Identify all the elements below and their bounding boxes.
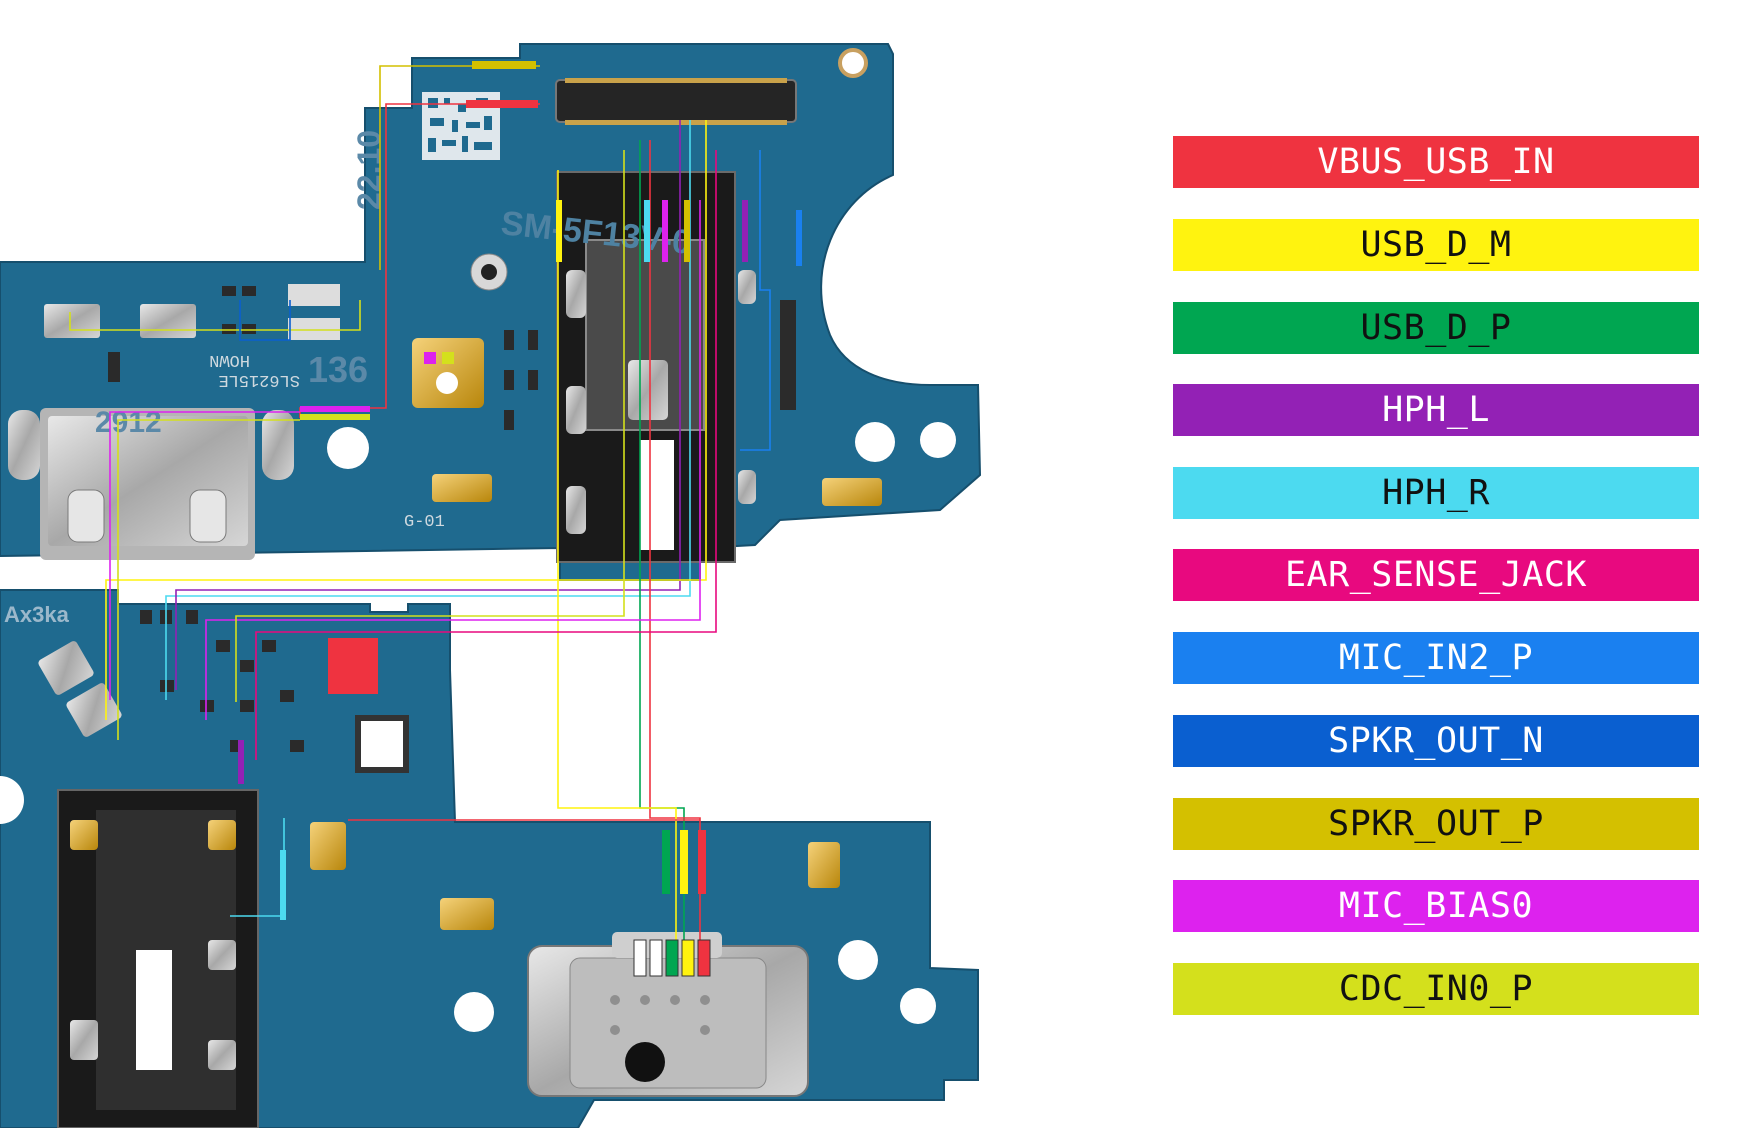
legend-label: USB_D_M <box>1360 225 1512 265</box>
microphone <box>412 338 484 408</box>
silk-part-code: SL6215LE <box>218 370 300 389</box>
audio-jack-lower <box>57 789 259 1128</box>
silk-year: 2912 <box>95 406 162 439</box>
legend-label: HPH_R <box>1382 473 1490 513</box>
silk-number: 136 <box>308 349 368 390</box>
legend-label: USB_D_P <box>1360 308 1512 348</box>
pad-hph-l-top <box>742 200 748 262</box>
mount-hole <box>838 48 868 78</box>
legend-item-hph-l: HPH_L <box>1173 384 1699 436</box>
legend-label: HPH_L <box>1382 390 1490 430</box>
legend-item-mic-in2-p: MIC_IN2_P <box>1173 632 1699 684</box>
pin-white-2 <box>649 939 663 977</box>
silk-date-vert: 22.10 <box>351 130 387 210</box>
pad-cdc-top <box>684 200 690 262</box>
mount-hole <box>900 988 936 1024</box>
pad-hph-r-low <box>280 850 286 920</box>
legend-item-usb-d-p: USB_D_P <box>1173 302 1699 354</box>
silk-code-left: Ax3ka <box>4 602 70 627</box>
lower-board: Ax3ka <box>0 589 979 1128</box>
btb-connector <box>555 79 797 123</box>
pad-hph-r-top <box>644 200 650 262</box>
legend-label: CDC_IN0_P <box>1338 969 1534 1009</box>
legend-label: MIC_BIAS0 <box>1338 886 1534 926</box>
legend-label: VBUS_USB_IN <box>1317 142 1555 182</box>
legend-item-spkr-out-n: SPKR_OUT_N <box>1173 715 1699 767</box>
mount-hole <box>920 422 956 458</box>
legend-label: MIC_IN2_P <box>1338 638 1534 678</box>
pad-usb-d-m-top <box>556 200 562 262</box>
legend-item-usb-d-m: USB_D_M <box>1173 219 1699 271</box>
silk-part-code-2: HOWN <box>209 350 250 369</box>
legend-item-hph-r: HPH_R <box>1173 467 1699 519</box>
trace-marker-vbus <box>466 100 538 108</box>
pad-mic-top-2 <box>442 352 454 364</box>
pad-vbus <box>698 830 706 894</box>
pad-cdc-label <box>300 414 370 420</box>
legend-label: SPKR_OUT_P <box>1328 804 1544 844</box>
mount-hole <box>838 940 878 980</box>
mount-hole <box>454 992 494 1032</box>
lower-smd-components <box>38 610 840 930</box>
antenna-connector <box>470 253 508 291</box>
legend-item-ear-sense-jack: EAR_SENSE_JACK <box>1173 549 1699 601</box>
pin-yellow <box>681 939 695 977</box>
btb-pins <box>565 78 787 125</box>
mount-hole <box>327 427 369 469</box>
usb-c-port-lower <box>527 932 809 1097</box>
pad-mic-bias-label <box>300 406 370 412</box>
trace-marker-spkr-out-p <box>472 61 536 69</box>
mount-hole <box>0 776 24 824</box>
legend-item-vbus-usb-in: VBUS_USB_IN <box>1173 136 1699 188</box>
pin-white-1 <box>633 939 647 977</box>
pcb-diagram: SM-5F13V-0 136 SL6215LE HOWN 2912 G-01 2… <box>0 43 982 1128</box>
pad-mic-top <box>424 352 436 364</box>
pad-mic-in2-top <box>796 210 802 266</box>
legend-label: EAR_SENSE_JACK <box>1284 555 1587 595</box>
legend-item-mic-bias0: MIC_BIAS0 <box>1173 880 1699 932</box>
legend-item-cdc-in0-p: CDC_IN0_P <box>1173 963 1699 1015</box>
upper-board: SM-5F13V-0 136 SL6215LE HOWN 2912 G-01 2… <box>0 43 982 581</box>
silk-rev: G-01 <box>404 513 445 532</box>
usb-port-upper <box>8 408 294 560</box>
mount-hole <box>855 422 895 462</box>
pad-usb-d-m <box>680 830 688 894</box>
pin-red <box>697 939 711 977</box>
legend-label: SPKR_OUT_N <box>1328 721 1544 761</box>
pad-hph-l-low <box>238 740 244 784</box>
pad-usb-d-p <box>662 830 670 894</box>
signal-traces <box>69 61 802 977</box>
pin-green <box>665 939 679 977</box>
pad-mic-bias-top <box>662 200 668 262</box>
legend-item-spkr-out-p: SPKR_OUT_P <box>1173 798 1699 850</box>
